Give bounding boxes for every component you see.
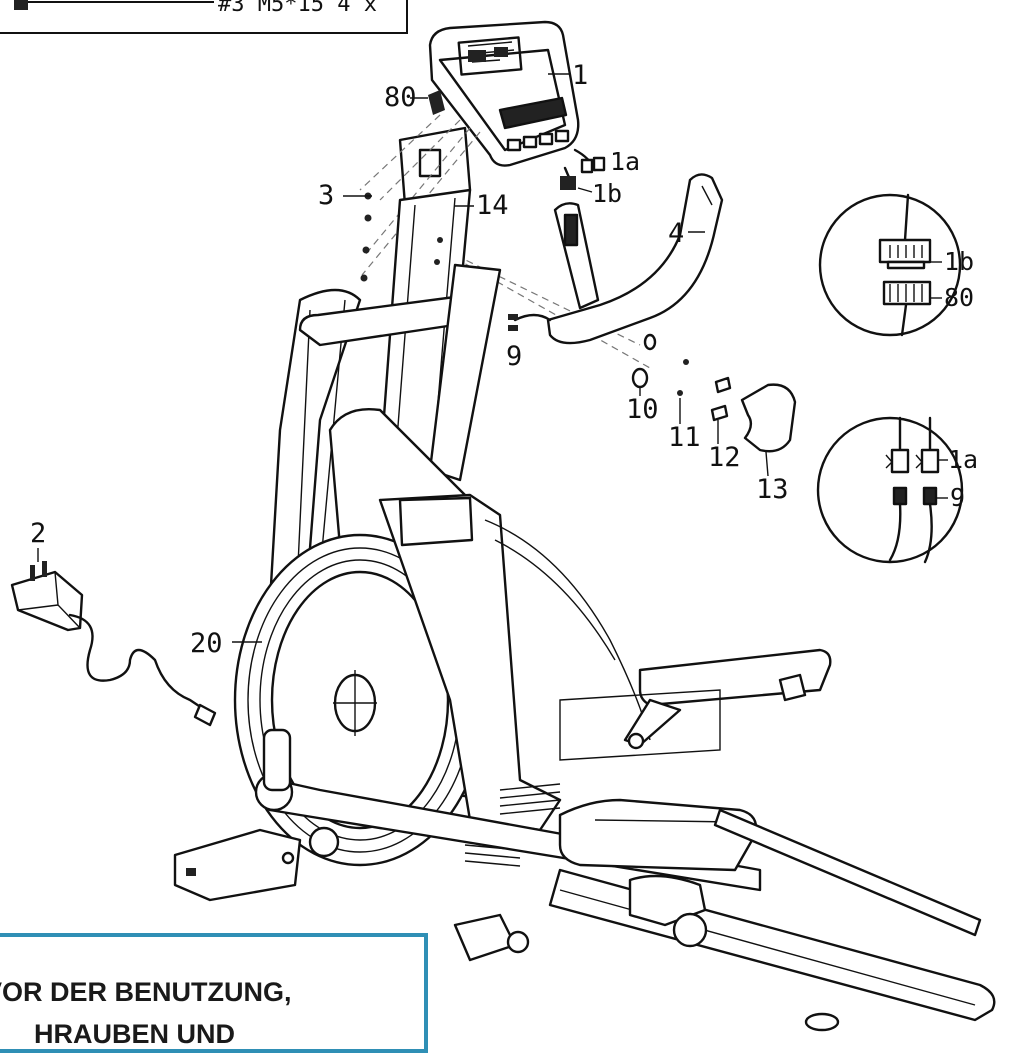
label-part-3: 3	[318, 180, 334, 211]
label-part-20: 20	[190, 628, 223, 659]
label-part-11: 11	[668, 422, 701, 453]
label-part-2: 2	[30, 518, 46, 549]
handlebar-part-4	[508, 173, 724, 345]
screws-part-3	[343, 192, 372, 282]
hardware-legend-box: #3 M5*15 4 x	[0, 0, 408, 34]
label-part-1a: 1a	[610, 147, 640, 176]
hardware-spec-text: #3 M5*15 4 x	[218, 0, 377, 17]
warning-line-2: HRAUBEN UND	[34, 1019, 235, 1049]
detail-circle-connector-1a-9	[816, 416, 964, 564]
frame-and-flywheel	[173, 263, 996, 1032]
label-part-13: 13	[756, 474, 789, 505]
detail-circle-connector-1b-80	[818, 193, 962, 337]
screw-icon	[14, 0, 214, 10]
detail-label-80: 80	[944, 283, 974, 312]
label-part-10: 10	[626, 394, 659, 425]
power-adapter-part-2	[10, 548, 217, 727]
detail-label-1a: 1a	[948, 445, 978, 474]
label-part-9: 9	[506, 341, 522, 372]
detail-label-1b: 1b	[944, 247, 974, 276]
detail-label-9: 9	[950, 483, 965, 512]
hardware-parts-10-11-12	[631, 333, 732, 422]
label-part-12: 12	[708, 442, 741, 473]
label-part-1b: 1b	[592, 179, 622, 208]
warning-note-box: VOR DER BENUTZUNG, HRAUBEN UND	[0, 933, 428, 1053]
label-part-1: 1	[572, 60, 588, 91]
label-part-14: 14	[476, 190, 509, 221]
warning-line-1: VOR DER BENUTZUNG,	[0, 977, 292, 1007]
label-part-4: 4	[668, 218, 684, 249]
cover-part-13	[740, 383, 797, 453]
label-part-80: 80	[384, 82, 417, 113]
console-part-1	[359, 20, 651, 369]
